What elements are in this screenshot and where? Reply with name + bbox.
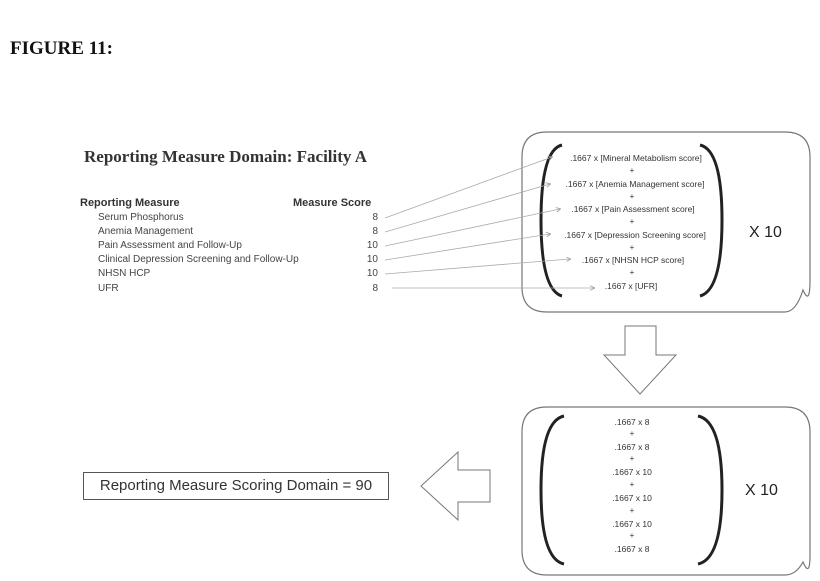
bottom-formula-box	[521, 406, 811, 576]
top-formula-term: .1667 x [NHSN HCP score]	[581, 255, 685, 265]
connector-arrow	[384, 184, 550, 233]
measure-name: Pain Assessment and Follow-Up	[98, 240, 242, 251]
top-formula-box	[521, 131, 811, 313]
measure-name: Anemia Management	[98, 226, 194, 237]
measure-name: NHSN HCP	[98, 268, 151, 279]
connector-arrow	[384, 157, 552, 219]
plus-sign: +	[629, 217, 635, 226]
header-reporting-measure: Reporting Measure	[80, 197, 180, 209]
plus-sign: +	[629, 454, 635, 463]
measure-score: 10	[366, 240, 378, 251]
bottom-formula-term: .1667 x 10	[612, 519, 652, 529]
top-right-bracket	[699, 143, 724, 298]
plus-sign: +	[629, 531, 635, 540]
measure-name: Serum Phosphorus	[98, 212, 184, 223]
left-arrow-icon	[420, 450, 491, 522]
measure-score: 8	[372, 226, 378, 237]
bottom-multiplier: X 10	[745, 482, 778, 499]
connector-arrow	[384, 209, 560, 247]
connector-arrow	[384, 234, 550, 261]
top-formula-term: .1667 x [Depression Screening score]	[564, 230, 706, 240]
plus-sign: +	[629, 480, 635, 489]
top-formula-term: .1667 x [Mineral Metabolism score]	[570, 153, 702, 163]
figure-label: FIGURE 11:	[10, 38, 113, 59]
result-box: Reporting Measure Scoring Domain = 90	[83, 472, 389, 500]
bottom-formula-term: .1667 x 8	[614, 417, 650, 427]
measure-score: 8	[372, 212, 378, 223]
top-formula-term: .1667 x [Anemia Management score]	[565, 179, 705, 189]
bottom-left-bracket	[539, 414, 565, 566]
top-formula-term: .1667 x [Pain Assessment score]	[571, 204, 695, 214]
measure-score: 10	[366, 268, 378, 279]
top-formula-term: .1667 x [UFR]	[604, 281, 658, 291]
bottom-formula-term: .1667 x 8	[614, 544, 650, 554]
bottom-right-bracket	[697, 414, 724, 566]
bottom-formula-term: .1667 x 10	[612, 493, 652, 503]
bottom-formula-term: .1667 x 10	[612, 467, 652, 477]
plus-sign: +	[629, 429, 635, 438]
connector-arrow	[384, 259, 570, 275]
plus-sign: +	[629, 192, 635, 201]
top-left-bracket	[539, 143, 563, 298]
measure-name: Clinical Depression Screening and Follow…	[98, 254, 299, 265]
measure-score: 8	[372, 283, 378, 294]
plus-sign: +	[629, 268, 635, 277]
measure-name: UFR	[98, 283, 119, 294]
plus-sign: +	[629, 243, 635, 252]
plus-sign: +	[629, 166, 635, 175]
plus-sign: +	[629, 506, 635, 515]
bottom-formula-term: .1667 x 8	[614, 442, 650, 452]
measure-score: 10	[366, 254, 378, 265]
top-multiplier: X 10	[749, 224, 782, 241]
down-arrow-icon	[602, 325, 678, 395]
domain-title: Reporting Measure Domain: Facility A	[84, 147, 367, 166]
header-measure-score: Measure Score	[293, 197, 372, 209]
